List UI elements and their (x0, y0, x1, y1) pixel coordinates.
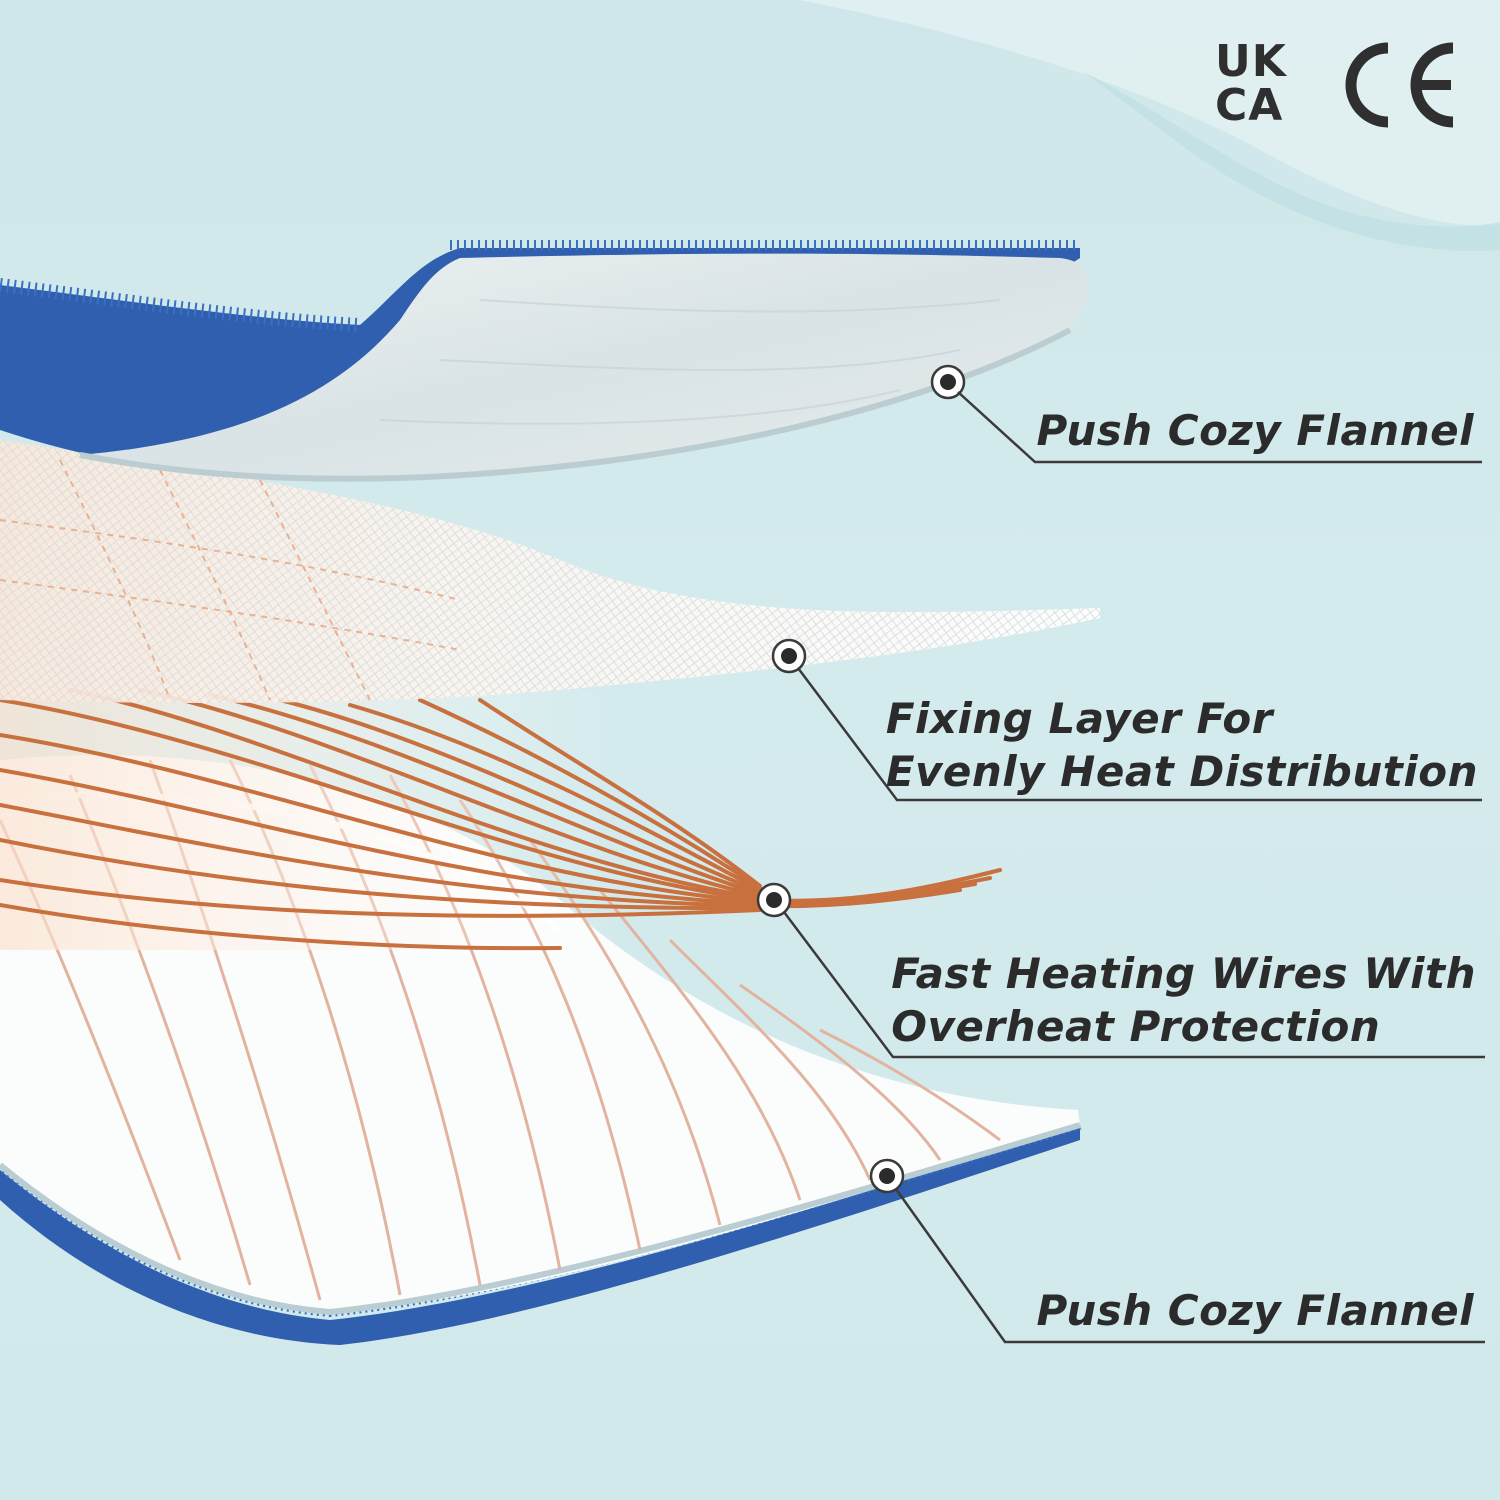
ce-mark-icon (1333, 40, 1463, 130)
ukca-line-2: CA (1215, 84, 1305, 128)
top-flannel-layer (0, 245, 1089, 480)
label-bottom-flannel: Push Cozy Flannel (1037, 1284, 1474, 1337)
label-line: Evenly Heat Distribution (886, 745, 1478, 798)
label-line: Overheat Protection (891, 1000, 1476, 1053)
ukca-mark-icon: UK CA (1215, 40, 1305, 130)
heating-wires (0, 690, 1000, 950)
label-heating-wires: Fast Heating Wires With Overheat Protect… (891, 947, 1476, 1053)
certification-marks: UK CA (1215, 40, 1465, 135)
fixing-mesh-layer (0, 440, 1100, 703)
label-top-flannel: Push Cozy Flannel (1037, 404, 1474, 457)
label-line: Fast Heating Wires With (891, 947, 1476, 1000)
label-line: Fixing Layer For (886, 692, 1478, 745)
label-line: Push Cozy Flannel (1037, 1284, 1474, 1337)
ukca-line-1: UK (1215, 40, 1305, 84)
label-fixing-layer: Fixing Layer For Evenly Heat Distributio… (886, 692, 1478, 798)
label-line: Push Cozy Flannel (1037, 404, 1474, 457)
